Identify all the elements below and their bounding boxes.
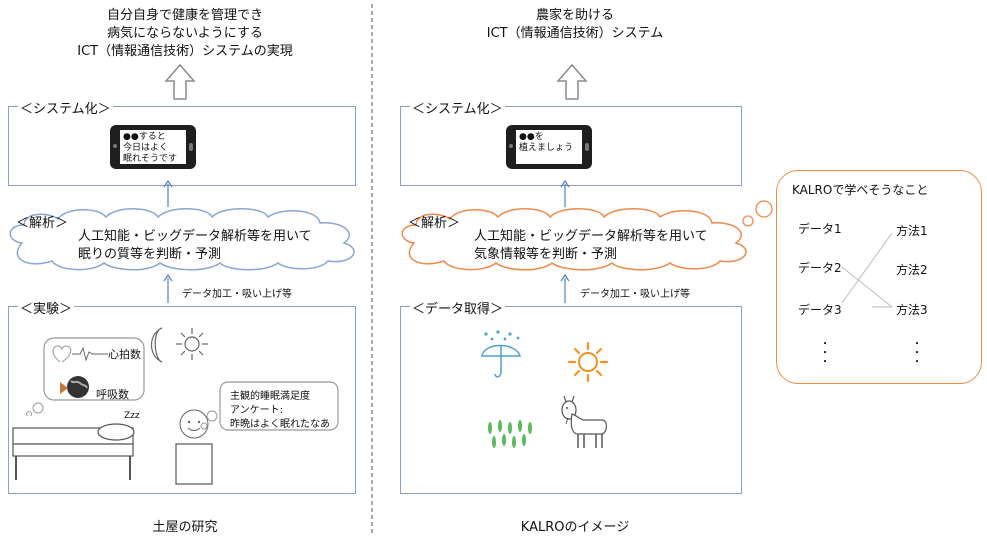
right-data-arrow-label: データ加工・吸い上げ等: [580, 289, 690, 300]
left-goal-arrow-icon: [164, 63, 196, 100]
survey-thought-bubble: [200, 381, 339, 431]
right-sun-icon: [567, 341, 609, 383]
left-sun-icon: [176, 328, 208, 360]
left-phone: ●●すると 今日はよく 眠れそうです: [110, 125, 196, 169]
right-goal-line-1: 農家を助ける: [535, 8, 614, 23]
right-analysis-line-1: 人工知能・ビッグデータ解析等を用いて: [474, 229, 708, 244]
left-analysis-line-1: 人工知能・ビッグデータ解析等を用いて: [78, 229, 312, 244]
right-phone-screen: ●●を 植えましょう: [516, 130, 582, 164]
right-analysis-tag: ＜解析＞: [408, 216, 461, 231]
left-analysis-cloud: [9, 208, 355, 271]
left-analysis-tag: ＜解析＞: [16, 216, 69, 231]
left-experiment-tag: ＜実験＞: [18, 298, 75, 317]
right-arrow-analysis-to-system: [560, 180, 570, 207]
left-arrow-analysis-to-system: [163, 180, 173, 207]
umbrella-rain-icon: [481, 330, 521, 378]
kalro-data-ellipsis: ・ ・ ・: [820, 339, 830, 368]
left-goal-line-1: 自分自身で健康を管理でき: [106, 8, 263, 23]
panel-divider: [371, 4, 373, 536]
heart-icon: [52, 345, 108, 363]
grass-icon: [488, 420, 532, 448]
person-icon: [175, 409, 213, 485]
right-system-tag: ＜システム化＞: [410, 98, 505, 117]
kalro-data-3: データ3: [798, 303, 842, 317]
right-data-tag: ＜データ取得＞: [410, 298, 506, 317]
kalro-title: KALROで学べそうなこと: [792, 183, 929, 197]
right-arrow-data-to-analysis: [560, 274, 570, 303]
left-phone-line-2: 今日はよく: [123, 143, 169, 153]
kalro-method-1: 方法1: [896, 224, 928, 238]
kalro-method-2: 方法2: [896, 263, 928, 277]
right-phone: ●●を 植えましょう: [506, 125, 592, 169]
left-goal-line-2: 病気にならないようにする: [107, 26, 263, 41]
right-phone-line-2: 植えましょう: [519, 143, 574, 153]
moon-icon: [150, 327, 163, 363]
right-caption: KALROのイメージ: [520, 520, 630, 535]
left-data-arrow-label: データ加工・吸い上げ等: [182, 289, 292, 300]
phone-camera-icon: [509, 144, 513, 148]
goat-icon: [561, 396, 608, 448]
right-analysis-line-2: 気象情報等を判断・予測: [474, 247, 618, 262]
survey-line-3: 昨晩はよく眠れたなあ: [230, 419, 330, 430]
left-phone-line-1: ●●すると: [123, 132, 166, 142]
right-analysis-cloud: [401, 208, 747, 271]
left-system-tag: ＜システム化＞: [18, 98, 113, 117]
heart-rate-label: 心拍数: [108, 348, 141, 361]
right-goal-line-2: ICT（情報通信技術）システム: [486, 26, 664, 41]
globe-lungs-icon: [60, 376, 89, 398]
kalro-links: [841, 232, 893, 308]
kalro-data-1: データ1: [798, 222, 842, 236]
left-phone-screen: ●●すると 今日はよく 眠れそうです: [120, 130, 186, 164]
kalro-bubble-box: [776, 170, 982, 384]
survey-line-1: 主観的睡眠満足度: [230, 391, 310, 402]
phone-button-icon: [189, 143, 193, 151]
bed-icon: [12, 423, 135, 480]
left-phone-line-3: 眠れそうです: [123, 154, 178, 164]
kalro-method-3: 方法3: [896, 303, 928, 317]
kalro-data-2: データ2: [798, 261, 842, 275]
phone-camera-icon: [113, 144, 117, 148]
phone-button-icon: [585, 143, 589, 151]
kalro-method-ellipsis: ・ ・ ・: [912, 339, 922, 368]
left-arrow-data-to-analysis: [163, 274, 173, 303]
left-caption: 土屋の研究: [152, 520, 218, 535]
kalro-bubble-tail: [742, 200, 773, 227]
left-analysis-line-2: 眠りの質等を判断・予測: [78, 247, 222, 262]
survey-line-2: アンケート:: [230, 405, 283, 416]
breath-rate-label: 呼吸数: [96, 388, 129, 401]
zzz-text: Zzz: [124, 411, 140, 421]
right-data-box: [400, 306, 742, 494]
right-goal-arrow-icon: [556, 63, 588, 100]
left-goal-line-3: ICT（情報通信技術）システムの実現: [77, 44, 293, 59]
right-phone-line-1: ●●を: [519, 132, 544, 142]
